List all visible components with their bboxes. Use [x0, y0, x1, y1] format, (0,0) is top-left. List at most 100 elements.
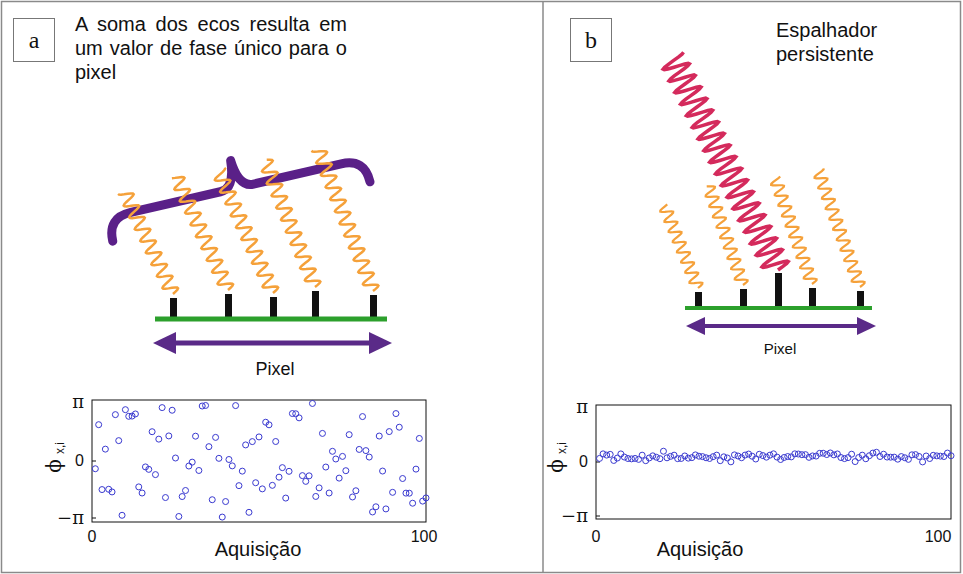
phase-dot: [707, 455, 713, 461]
tick-label: −π: [561, 505, 588, 527]
phase-dot: [119, 512, 125, 518]
echo-wave: [815, 168, 865, 287]
phase-dot: [169, 407, 175, 413]
curly-brace: [101, 131, 370, 241]
phase-dot: [273, 439, 279, 445]
phase-dot: [373, 504, 379, 510]
phase-dot: [243, 442, 249, 448]
phase-dot: [239, 468, 245, 474]
phase-dot: [913, 452, 919, 458]
phase-dot: [859, 452, 865, 458]
phase-dot: [99, 487, 105, 493]
phase-dot: [410, 500, 416, 506]
phase-dot: [724, 455, 730, 461]
phase-dot: [209, 497, 215, 503]
scatterer-ticks: [170, 291, 377, 318]
phase-dot: [396, 424, 402, 430]
caption-text: A soma dos ecos resulta em um valor de f…: [75, 12, 347, 84]
pixel-arrow: [153, 332, 392, 354]
phase-dot: [650, 453, 656, 459]
phase-dot: [834, 451, 840, 457]
tick-label: 0: [579, 452, 588, 471]
axis-name: Pixel: [255, 359, 294, 381]
scatterer-ticks: [695, 273, 864, 307]
phase-dot: [329, 448, 335, 454]
phase-dot: [343, 468, 349, 474]
echo-waves: [660, 52, 864, 288]
pixel-arrow: [686, 317, 876, 335]
echo-wave: [118, 193, 178, 294]
phase-dot: [323, 464, 329, 470]
axis-symbol: ϕ: [544, 459, 568, 473]
phase-dot: [269, 482, 275, 488]
ground-line: [685, 306, 872, 310]
tick-label: 100: [411, 527, 438, 546]
phase-scatter: [597, 448, 954, 465]
phase-dot: [319, 430, 325, 436]
plot-frame: [92, 400, 426, 522]
phase-dot: [948, 453, 954, 459]
phase-dot: [728, 459, 734, 465]
axis-name: Pixel: [764, 340, 797, 358]
phase-dot: [340, 453, 346, 459]
echo-wave: [262, 160, 320, 287]
phase-dot: [132, 411, 138, 417]
panel-letter-box: a: [13, 18, 55, 62]
phase-dot: [735, 453, 741, 459]
phase-dot: [920, 459, 926, 465]
axis-subscript: x,i: [555, 442, 569, 454]
phase-dot: [136, 484, 142, 490]
phase-dot: [159, 405, 165, 411]
phase-dot: [927, 456, 933, 462]
phase-dot: [122, 407, 128, 413]
phase-dot: [717, 458, 723, 464]
phase-dot: [253, 480, 259, 486]
axis-subscript: x,i: [53, 442, 67, 454]
phase-dot: [941, 454, 947, 460]
phase-dot: [363, 448, 369, 454]
phase-dot: [189, 459, 195, 465]
phase-dot: [406, 490, 412, 496]
phase-dot: [366, 454, 372, 460]
phase-dot: [660, 448, 666, 454]
axis-symbol: ϕ: [42, 459, 66, 473]
phase-dot: [845, 455, 851, 461]
phase-dot: [229, 463, 235, 469]
phase-dot: [639, 452, 645, 458]
phase-dot: [350, 494, 356, 500]
tick-label: 0: [75, 451, 84, 470]
phase-dot: [806, 454, 812, 460]
ground-line: [155, 317, 387, 322]
phase-dot: [820, 450, 826, 456]
phase-dot: [223, 499, 229, 505]
echo-wave: [660, 204, 702, 288]
phase-dot: [256, 434, 262, 440]
phase-dot: [186, 463, 192, 469]
echo-wave: [312, 151, 379, 291]
echo-wave: [172, 177, 233, 290]
phase-dot: [109, 489, 115, 495]
phase-dot: [266, 422, 272, 428]
phase-dot: [149, 429, 155, 435]
phase-dot: [203, 402, 209, 408]
phase-dot: [849, 451, 855, 457]
phase-dot: [193, 433, 199, 439]
phase-dot: [416, 435, 422, 441]
phase-dot: [233, 403, 239, 409]
phase-dot: [393, 411, 399, 417]
phase-dot: [413, 466, 419, 472]
phase-dot: [162, 495, 168, 501]
phase-dot: [760, 453, 766, 459]
phase-dot: [664, 455, 670, 461]
phase-dot: [423, 495, 429, 501]
phase-dot: [283, 495, 289, 501]
echo-wave: [771, 176, 816, 284]
phase-dot: [316, 485, 322, 491]
phase-dot: [276, 474, 282, 480]
phase-dot: [767, 452, 773, 458]
phase-dot: [600, 451, 606, 457]
phase-dot: [668, 453, 674, 459]
phase-dot: [293, 411, 299, 417]
panel-letter-box: b: [570, 18, 612, 62]
